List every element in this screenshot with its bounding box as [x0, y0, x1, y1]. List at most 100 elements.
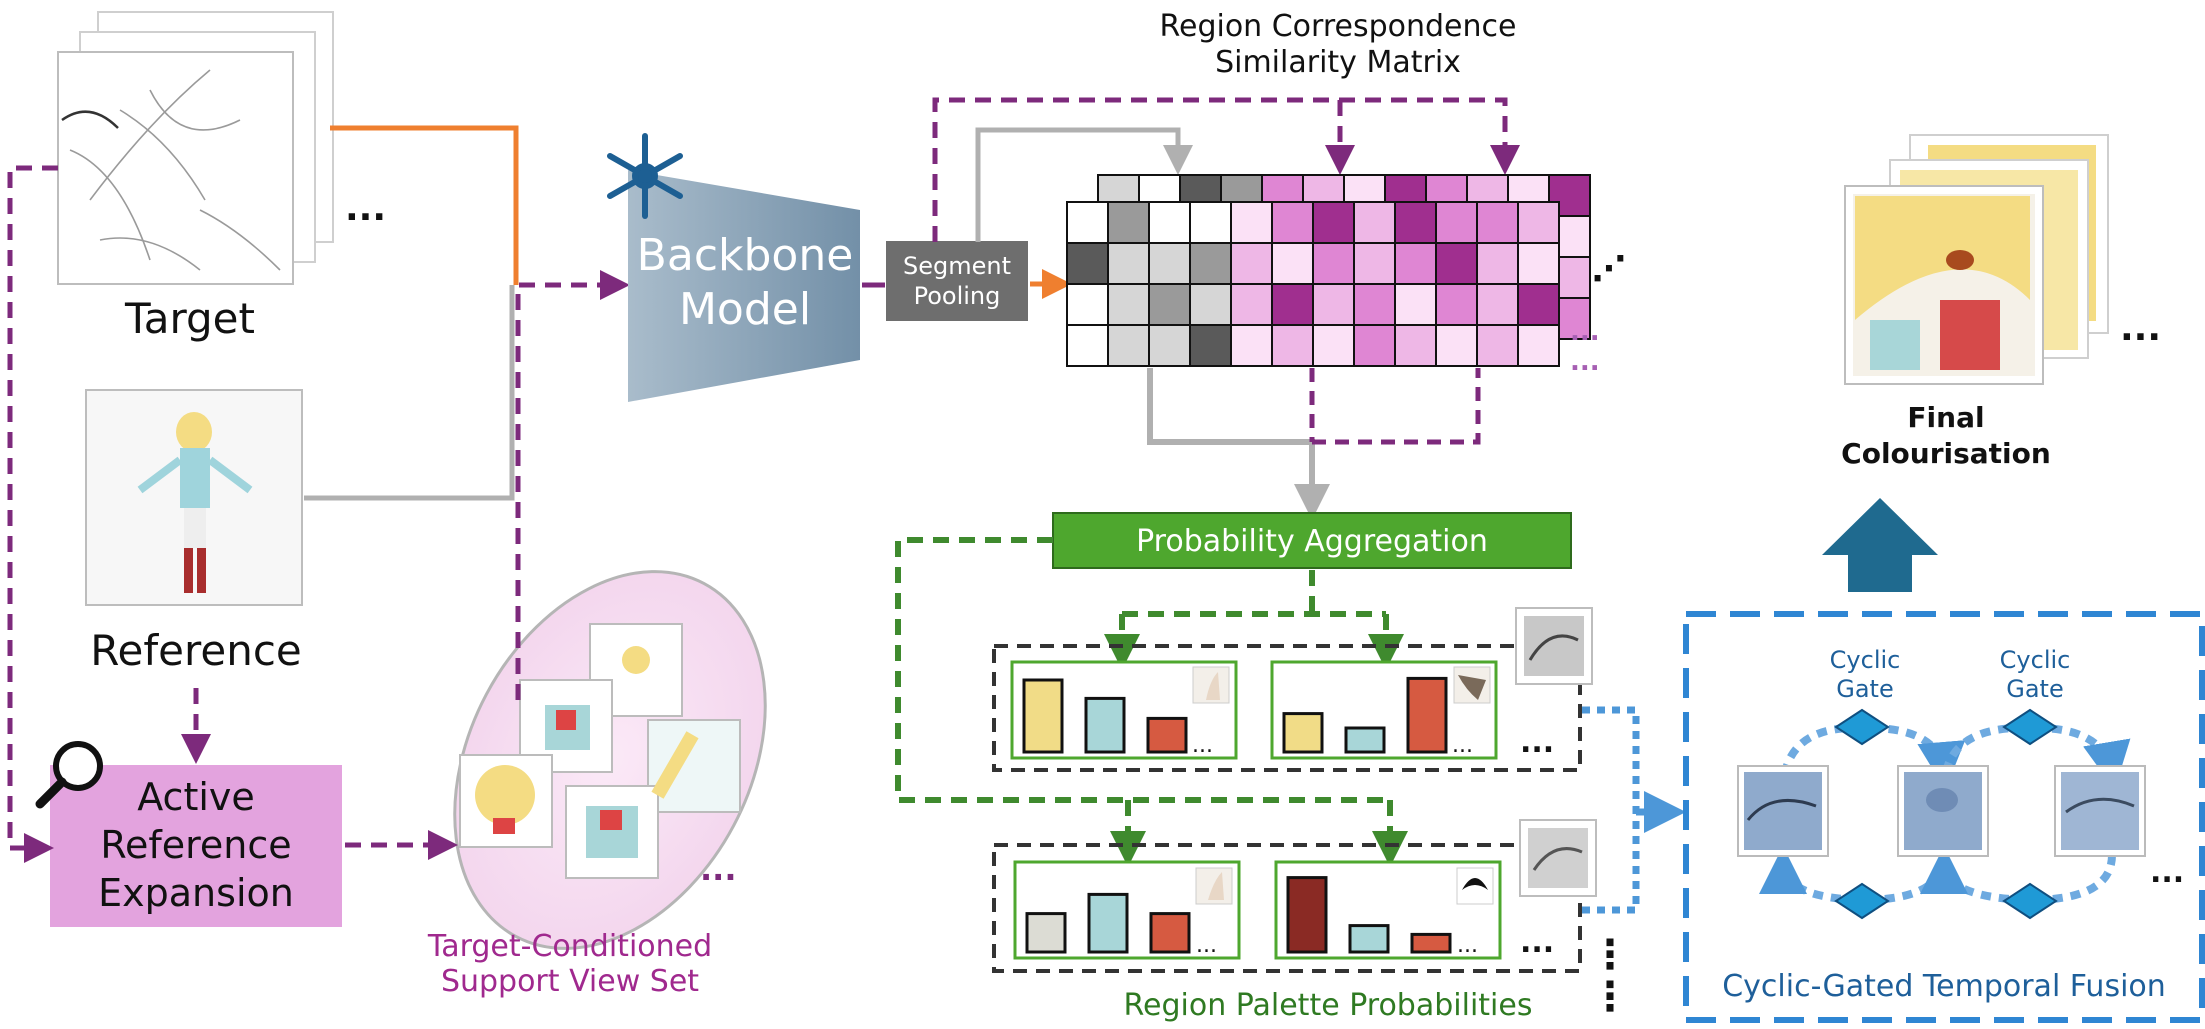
reference-image	[85, 389, 303, 606]
matrix-cell	[1189, 242, 1232, 285]
region-thumb-1-shape	[1206, 672, 1220, 700]
matrix-cell	[1271, 324, 1314, 367]
temporal-fusion-box	[1683, 611, 2205, 1023]
matrix-cell	[1066, 324, 1109, 367]
probability-aggregation-box	[1052, 512, 1572, 569]
probability-aggregation-label: Probability Aggregation	[1136, 524, 1488, 559]
matrix-cell	[1353, 324, 1396, 367]
matrix-title-line1: Region Correspondence	[1160, 9, 1517, 44]
left-connectors	[7, 125, 630, 863]
target-frame-stack: ...	[57, 11, 386, 285]
are-label-line2: Reference	[100, 823, 291, 867]
reference-label: Reference	[90, 626, 302, 675]
palette-bar	[1084, 696, 1126, 754]
groups-vertical-ellipsis: ⋮	[1590, 932, 1630, 978]
matrix-cell	[1312, 242, 1355, 285]
region-thumb-4-shape	[1462, 878, 1488, 890]
fusion-frames	[1737, 765, 2146, 857]
matrix-top-connectors	[932, 97, 1520, 242]
final-colourisation-stack: ...	[1844, 134, 2161, 385]
matrix-cell	[1148, 283, 1191, 326]
target-ellipsis: ...	[345, 188, 386, 229]
similarity-matrix	[1066, 174, 1591, 367]
matrix-cell	[1230, 242, 1273, 285]
target-to-are-arrow	[7, 165, 58, 863]
are-label-line3: Expansion	[98, 871, 294, 915]
matrix-cell	[1271, 242, 1314, 285]
are-label-line1: Active	[137, 775, 255, 819]
region-thumb-4	[1456, 867, 1494, 905]
palette-group-1	[992, 644, 1582, 772]
cyclic-gate-1-line2: Gate	[1836, 675, 1893, 703]
snowflake-icon	[607, 133, 683, 219]
cyclic-gate-2-line2: Gate	[2006, 675, 2063, 703]
palette-bar	[1282, 712, 1324, 754]
palette-bar	[1344, 726, 1386, 754]
region-thumb-2-shape	[1458, 675, 1486, 700]
matrix-cell	[1230, 201, 1273, 244]
groups-vertical-ellipsis-2: ⋮	[1590, 974, 1630, 1020]
final-label-line1: Final	[1907, 401, 1984, 434]
matrix-cell	[1353, 283, 1396, 326]
matrix-cell	[1148, 242, 1191, 285]
matrix-cell	[1312, 283, 1355, 326]
gate-diamonds	[1834, 708, 2058, 920]
backbone-label-line2: Model	[679, 284, 811, 335]
segment-label-line1: Segment	[903, 252, 1011, 280]
backbone-model-block	[628, 170, 860, 402]
palette-bar	[1286, 876, 1328, 954]
backbone-label-line1: Backbone	[637, 230, 854, 281]
palette-bar	[1406, 676, 1448, 754]
final-label-line2: Colourisation	[1841, 437, 2051, 470]
palette-group-2	[992, 843, 1582, 973]
matrix-cell	[1107, 324, 1150, 367]
matrix-cell	[1394, 324, 1437, 367]
matrix-cell	[1517, 283, 1560, 326]
matrix-cell	[1107, 283, 1150, 326]
matrix-cell	[1476, 324, 1519, 367]
matrix-cell	[1189, 201, 1232, 244]
matrix-cell	[1517, 324, 1560, 367]
card-2-ellipsis: ...	[1452, 733, 1473, 758]
matrix-cell	[1230, 283, 1273, 326]
matrix-cell	[1312, 324, 1355, 367]
aggregation-connectors	[895, 537, 1408, 867]
target-to-backbone-line	[330, 125, 519, 285]
palette-bar	[1025, 912, 1067, 954]
matrix-bottom-connectors	[1147, 368, 1481, 520]
support-to-backbone-arrow	[515, 270, 630, 700]
matrix-cell	[1435, 201, 1478, 244]
arrow-up-icon	[1822, 498, 1938, 592]
matrix-cell	[1394, 242, 1437, 285]
palette-bar	[1149, 912, 1191, 954]
matrix-cell	[1107, 242, 1150, 285]
matrix-cell	[1517, 201, 1560, 244]
matrix-cell	[1435, 242, 1478, 285]
palette-bars	[1022, 676, 1452, 954]
active-reference-expansion-box	[50, 765, 342, 927]
matrix-cell	[1148, 324, 1191, 367]
fusion-label: Cyclic-Gated Temporal Fusion	[1722, 969, 2166, 1004]
card-4-ellipsis: ...	[1457, 933, 1478, 958]
segment-label-line2: Pooling	[914, 282, 1001, 310]
card-1-ellipsis: ...	[1192, 733, 1213, 758]
support-label-line2: Support View Set	[441, 964, 699, 999]
matrix-ellipsis-1: ...	[1570, 317, 1600, 347]
region-palette-label: Region Palette Probabilities	[1124, 988, 1533, 1023]
matrix-cell	[1353, 242, 1396, 285]
group-2-ellipsis: ...	[1520, 925, 1554, 960]
reference-to-backbone-line	[304, 285, 515, 501]
matrix-cell	[1394, 201, 1437, 244]
matrix-ellipsis-diagonal: ⋰	[1592, 249, 1626, 289]
matrix-cell	[1312, 201, 1355, 244]
magnifier-icon	[35, 741, 103, 809]
palette-bar	[1348, 924, 1390, 954]
matrix-cell	[1066, 201, 1109, 244]
matrix-cell	[1189, 283, 1232, 326]
matrix-cell	[1476, 283, 1519, 326]
cyclic-gate-1-line1: Cyclic	[1830, 646, 1901, 674]
support-label-line1: Target-Conditioned	[427, 929, 712, 964]
palette-bar	[1022, 678, 1064, 754]
matrix-cell	[1353, 201, 1396, 244]
